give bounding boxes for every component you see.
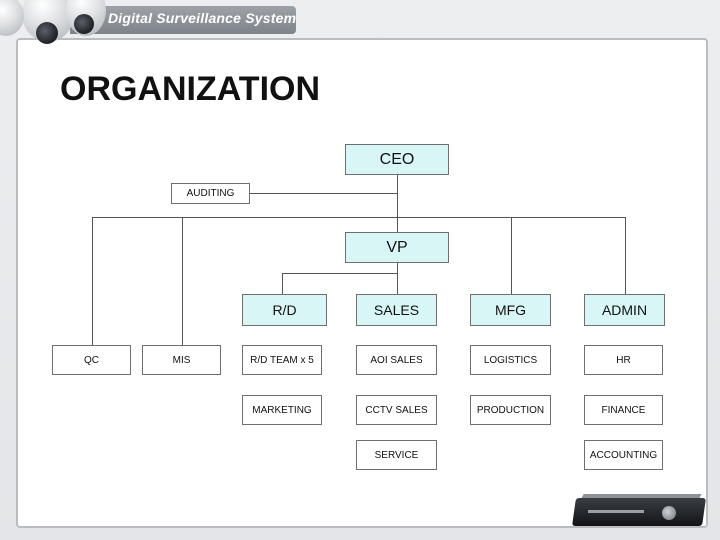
dome-camera-icon [62, 0, 106, 40]
org-box-rd: R/D [242, 294, 327, 326]
org-box-aoi-sales: AOI SALES [356, 345, 437, 375]
org-box-production: PRODUCTION [470, 395, 551, 425]
org-box-rd-team: R/D TEAM x 5 [242, 345, 322, 375]
org-box-logistics: LOGISTICS [470, 345, 551, 375]
org-box-service: SERVICE [356, 440, 437, 470]
connector-top-bus [92, 217, 625, 218]
connector-rd-bus [282, 273, 397, 274]
dvr-recorder-icon [568, 494, 708, 530]
header-title: Digital Surveillance System [108, 10, 297, 26]
org-box-admin: ADMIN [584, 294, 665, 326]
org-box-vp: VP [345, 232, 449, 263]
connector-qc [92, 217, 93, 345]
connector-auditing [250, 193, 397, 194]
connector-rd [282, 273, 283, 294]
connector-admin [625, 217, 626, 294]
org-box-marketing: MARKETING [242, 395, 322, 425]
org-box-accounting: ACCOUNTING [584, 440, 663, 470]
org-box-ceo: CEO [345, 144, 449, 175]
org-box-qc: QC [52, 345, 131, 375]
connector-ceo-vp [397, 175, 398, 232]
org-box-hr: HR [584, 345, 663, 375]
org-box-mfg: MFG [470, 294, 551, 326]
org-box-sales: SALES [356, 294, 437, 326]
org-box-auditing: AUDITING [171, 183, 250, 204]
header-bar [70, 6, 296, 34]
dome-camera-icon [0, 0, 74, 50]
connector-vp-down [397, 263, 398, 294]
org-box-cctv-sales: CCTV SALES [356, 395, 437, 425]
connector-mis [182, 217, 183, 345]
org-box-finance: FINANCE [584, 395, 663, 425]
page-title: ORGANIZATION [60, 70, 321, 108]
connector-mfg [511, 217, 512, 294]
org-box-mis: MIS [142, 345, 221, 375]
